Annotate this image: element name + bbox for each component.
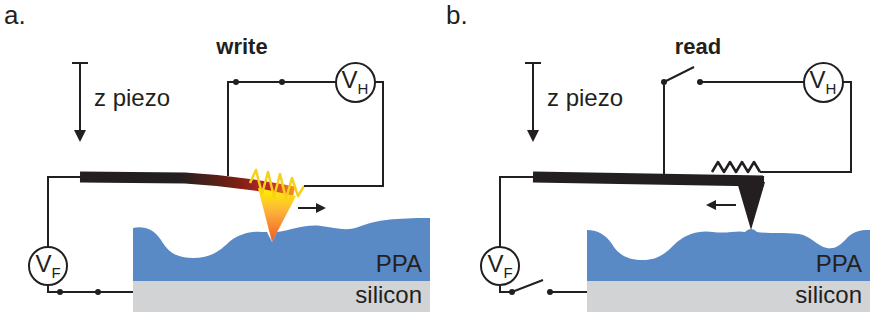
piezo-arrow — [532, 63, 534, 132]
wire — [48, 177, 84, 250]
arrow-head — [706, 200, 716, 210]
subscript: H — [358, 80, 369, 97]
voltage-source: VH — [803, 62, 844, 103]
node-text: VH — [810, 68, 837, 92]
part-label: z piezo — [94, 84, 170, 113]
silicon-substrate: silicon — [133, 281, 430, 312]
node-label: V — [810, 66, 826, 93]
wire — [663, 82, 665, 174]
wire — [48, 286, 133, 292]
wire — [500, 177, 537, 250]
part-label: z piezo — [547, 84, 623, 113]
node-label: V — [342, 66, 358, 93]
panel-letter: a. — [4, 0, 26, 31]
open-switch — [664, 67, 694, 82]
heater-resistor — [250, 170, 304, 199]
node-text: VF — [487, 252, 512, 276]
node-label: V — [35, 250, 51, 277]
node-label: silicon — [355, 281, 422, 308]
node-text: silicon — [355, 281, 422, 309]
switch-contact — [233, 79, 239, 85]
layer-fill — [587, 229, 870, 281]
node-label: PPA — [816, 250, 862, 277]
arrow-head — [316, 203, 326, 213]
ppa-layer: PPA — [587, 214, 870, 281]
switch-contact — [279, 79, 285, 85]
node-text: PPA — [376, 250, 422, 278]
subscript: H — [826, 80, 837, 97]
node-text: silicon — [795, 281, 862, 309]
wire — [700, 81, 812, 83]
node-label: PPA — [376, 250, 422, 277]
subscript: F — [503, 264, 512, 281]
ppa-layer: PPA — [133, 214, 430, 281]
voltage-source: VF — [480, 246, 520, 286]
voltage-source: VH — [335, 62, 376, 103]
heater-resistor — [712, 162, 760, 172]
cold-tip — [737, 182, 765, 230]
subscript: F — [51, 264, 60, 281]
motion-arrow — [716, 204, 736, 206]
node-label: silicon — [795, 281, 862, 308]
panel-title: write — [216, 34, 267, 60]
wire — [500, 280, 587, 292]
layer-fill — [133, 218, 430, 281]
cantilever — [533, 177, 764, 181]
arrow-head — [527, 130, 539, 142]
panel-title: read — [675, 34, 721, 60]
node-label: V — [487, 250, 503, 277]
arrow-head — [74, 130, 86, 142]
node-text: VF — [35, 252, 60, 276]
node-text: VH — [342, 68, 369, 92]
voltage-source: VF — [28, 246, 68, 286]
panel-letter: b. — [446, 0, 468, 31]
motion-arrow — [298, 207, 316, 209]
node-text: PPA — [816, 250, 862, 278]
switch-contact — [661, 79, 667, 85]
piezo-arrow — [79, 63, 81, 132]
wire — [228, 82, 345, 176]
silicon-substrate: silicon — [587, 281, 870, 312]
